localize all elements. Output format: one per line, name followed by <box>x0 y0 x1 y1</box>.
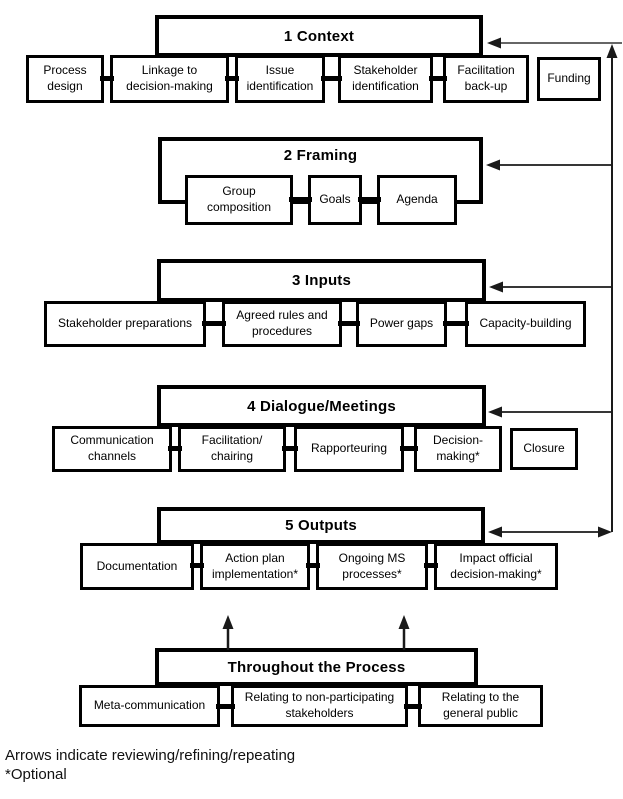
section-framing-title: 2 Framing <box>283 147 358 164</box>
box-label: Closure <box>523 441 565 456</box>
arrowhead-left-icon <box>487 37 501 49</box>
box-stakeholder-identification: Stakeholder identification <box>338 55 433 103</box>
box-capacity-building: Capacity-building <box>465 301 586 347</box>
throughout-up-arrow-left <box>222 615 234 650</box>
box-label: Decision- making* <box>432 433 483 463</box>
box-connector <box>100 76 114 81</box>
box-label: Action plan implementation* <box>211 550 299 581</box>
section-outputs-header: 5 Outputs <box>157 507 485 544</box>
box-label: Rapporteuring <box>310 441 388 456</box>
box-agreed-rules-and-procedures: Agreed rules and procedures <box>222 301 342 347</box>
box-label: Facilitation back-up <box>457 63 515 93</box>
box-power-gaps: Power gaps <box>356 301 447 347</box>
box-connector <box>358 197 381 202</box>
arrows-footnote: Arrows indicate reviewing/refining/repea… <box>5 747 296 764</box>
box-goals: Goals <box>308 175 362 225</box>
box-label: Goals <box>319 192 351 207</box>
box-agenda: Agenda <box>377 175 457 225</box>
box-label: Documentation <box>96 558 178 573</box>
arrowhead-left-icon <box>488 406 502 418</box>
box-connector <box>282 446 298 451</box>
box-stakeholder-preparations: Stakeholder preparations <box>44 301 206 347</box>
box-connector <box>429 76 447 81</box>
throughout-up-arrow-right <box>398 615 410 650</box>
section-inputs-header: 3 Inputs <box>157 259 486 302</box>
box-connector <box>404 704 422 709</box>
box-label: Stakeholder identification <box>352 63 419 93</box>
optional-footnote: *Optional <box>5 766 67 783</box>
box-label: Impact official decision-making* <box>450 550 542 581</box>
box-process-design: Process design <box>26 55 104 103</box>
arrowhead-right-icon <box>598 526 612 538</box>
box-label: Agreed rules and procedures <box>236 308 328 338</box>
box-label: Ongoing MS processes* <box>338 550 406 581</box>
feedback-arrow-framing <box>486 159 613 171</box>
box-label: Relating to the general public <box>441 690 520 720</box>
box-label: Facilitation/ chairing <box>201 433 263 463</box>
feedback-arrow-outputs <box>488 526 612 538</box>
box-meta-communication: Meta-communication <box>79 685 220 727</box>
box-label: Communication channels <box>70 433 154 463</box>
box-connector <box>338 321 360 326</box>
box-connector <box>202 321 226 326</box>
box-action-plan-implementation: Action plan implementation* <box>200 543 310 590</box>
section-context-title: 1 Context <box>283 27 355 45</box>
box-label: Stakeholder preparations <box>57 316 193 331</box>
box-connector <box>306 563 320 568</box>
arrowhead-up-icon <box>606 44 618 58</box>
feedback-arrow-dialogue <box>488 406 613 418</box>
box-label: Process design <box>43 63 87 93</box>
box-label: Group composition <box>206 184 272 214</box>
box-label: Linkage to decision-making <box>126 63 213 93</box>
box-relating-to-non-participating-stakeholders: Relating to non-participating stakeholde… <box>231 685 408 727</box>
box-connector <box>190 563 204 568</box>
feedback-line-vertical <box>606 44 618 532</box>
box-funding: Funding <box>537 57 601 101</box>
box-closure: Closure <box>510 428 578 470</box>
arrowhead-up-icon <box>398 615 410 629</box>
box-facilitation-back-up: Facilitation back-up <box>443 55 529 103</box>
arrowhead-left-icon <box>489 281 503 293</box>
box-ongoing-ms-processes: Ongoing MS processes* <box>316 543 428 590</box>
feedback-arrow-context <box>487 37 622 49</box>
box-relating-to-the-general-public: Relating to the general public <box>418 685 543 727</box>
box-connector <box>400 446 418 451</box>
box-connector <box>443 321 469 326</box>
box-impact-official-decision-making: Impact official decision-making* <box>434 543 558 590</box>
arrowhead-left-icon <box>488 526 502 538</box>
box-label: Capacity-building <box>479 316 572 331</box>
feedback-arrow-inputs <box>489 281 613 293</box>
box-connector <box>289 197 312 202</box>
box-label: Funding <box>547 71 591 86</box>
box-issue-identification: Issue identification <box>235 55 325 103</box>
box-label: Relating to non-participating stakeholde… <box>244 690 395 720</box>
section-dialogue-title: 4 Dialogue/Meetings <box>247 397 396 415</box>
section-throughout-title: Throughout the Process <box>227 658 406 676</box>
box-group-composition: Group composition <box>185 175 293 225</box>
box-connector <box>321 76 342 81</box>
box-connector <box>216 704 235 709</box>
box-communication-channels: Communication channels <box>52 426 172 472</box>
section-context-header: 1 Context <box>155 15 483 57</box>
section-throughout-header: Throughout the Process <box>155 648 478 686</box>
box-linkage-to-decision-making: Linkage to decision-making <box>110 55 229 103</box>
box-documentation: Documentation <box>80 543 194 590</box>
box-connector <box>424 563 438 568</box>
box-label: Issue identification <box>246 63 314 93</box>
box-label: Agenda <box>396 192 438 207</box>
box-decision-making: Decision- making* <box>414 426 502 472</box>
arrowhead-up-icon <box>222 615 234 629</box>
section-inputs-title: 3 Inputs <box>291 272 352 289</box>
section-dialogue-header: 4 Dialogue/Meetings <box>157 385 486 427</box>
arrowhead-left-icon <box>486 159 500 171</box>
box-connector <box>225 76 239 81</box>
box-label: Power gaps <box>369 316 434 331</box>
box-connector <box>168 446 182 451</box>
box-label: Meta-communication <box>93 698 206 713</box>
section-outputs-title: 5 Outputs <box>285 517 357 534</box>
box-facilitation-chairing: Facilitation/ chairing <box>178 426 286 472</box>
box-rapporteuring: Rapporteuring <box>294 426 404 472</box>
